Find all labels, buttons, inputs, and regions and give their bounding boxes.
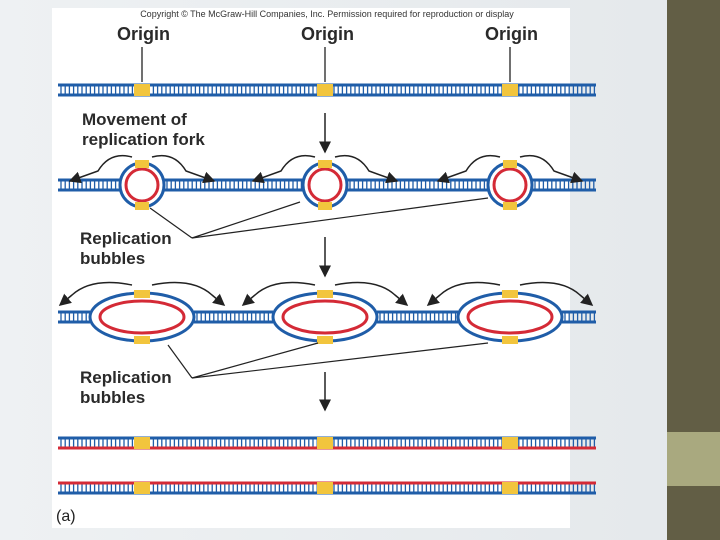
origin-marker bbox=[135, 202, 149, 210]
label-pointer-line bbox=[191, 342, 319, 379]
origin-marker bbox=[318, 160, 332, 168]
label-pointer-line bbox=[167, 344, 193, 379]
origin-label-2: Origin bbox=[301, 24, 354, 44]
base-pair-rungs bbox=[60, 313, 87, 321]
movement-label-line2: replication fork bbox=[82, 130, 205, 149]
bubble-bottom-new bbox=[466, 316, 554, 335]
base-pair-rungs bbox=[60, 484, 596, 492]
stage-3-large-bubbles bbox=[58, 281, 596, 344]
origin-label-3: Origin bbox=[485, 24, 538, 44]
origin-marker bbox=[503, 160, 517, 168]
fork-movement-arrow-right bbox=[334, 154, 399, 184]
origin-marker bbox=[502, 437, 518, 449]
fork-movement-arrow-left bbox=[426, 281, 501, 306]
bubble-bottom-new bbox=[124, 184, 160, 203]
bubble-top-new bbox=[466, 299, 554, 318]
base-pair-rungs bbox=[60, 181, 121, 189]
origin-marker bbox=[318, 202, 332, 210]
label-pointer-line bbox=[191, 197, 489, 239]
fork-movement-arrow-left bbox=[251, 154, 316, 184]
origin-label-1: Origin bbox=[117, 24, 170, 44]
bubbles-label-1-line2: bubbles bbox=[80, 249, 146, 268]
label-pointer-line bbox=[191, 342, 489, 379]
stage-4-daughter-dna bbox=[58, 436, 596, 495]
base-pair-rungs bbox=[60, 439, 596, 447]
origin-marker bbox=[134, 336, 150, 344]
base-pair-rungs bbox=[534, 181, 595, 189]
origin-marker bbox=[134, 84, 150, 96]
bubbles-label-2-line1: Replication bbox=[80, 368, 172, 387]
origin-marker bbox=[502, 482, 518, 494]
figure-label: (a) bbox=[56, 508, 76, 525]
fork-movement-arrow-right bbox=[519, 281, 594, 306]
base-pair-rungs bbox=[196, 313, 274, 321]
label-pointer-line bbox=[191, 201, 301, 239]
origin-marker bbox=[502, 84, 518, 96]
fork-movement-arrow-left bbox=[58, 281, 133, 306]
base-pair-rungs bbox=[379, 313, 457, 321]
copyright-notice: Copyright © The McGraw-Hill Companies, I… bbox=[140, 9, 514, 19]
fork-movement-arrow-right bbox=[519, 154, 584, 184]
stage-2-small-bubbles bbox=[58, 154, 596, 210]
origin-marker bbox=[134, 290, 150, 298]
fork-movement-arrow-right bbox=[334, 281, 409, 306]
label-pointer-line bbox=[149, 207, 193, 239]
stage-1-unreplicated-dna bbox=[58, 47, 596, 97]
fork-movement-arrow-right bbox=[151, 281, 226, 306]
origin-marker bbox=[502, 336, 518, 344]
slide-sidebar-accent bbox=[667, 432, 720, 486]
fork-movement-arrow-right bbox=[151, 154, 216, 184]
origin-marker bbox=[502, 290, 518, 298]
origin-marker bbox=[317, 290, 333, 298]
origin-marker bbox=[135, 160, 149, 168]
origin-marker bbox=[134, 437, 150, 449]
bubbles-label-1-line1: Replication bbox=[80, 229, 172, 248]
bubble-top-new bbox=[307, 167, 343, 186]
bubble-top-new bbox=[124, 167, 160, 186]
bubble-bottom-new bbox=[492, 184, 528, 203]
fork-movement-arrow-left bbox=[436, 154, 501, 184]
bubble-bottom-new bbox=[281, 316, 369, 335]
base-pair-rungs bbox=[349, 181, 486, 189]
origin-marker bbox=[503, 202, 517, 210]
base-pair-rungs bbox=[564, 313, 596, 321]
bubbles-label-2-line2: bubbles bbox=[80, 388, 146, 407]
bubble-top-new bbox=[281, 299, 369, 318]
origin-marker bbox=[317, 482, 333, 494]
origin-marker bbox=[317, 437, 333, 449]
bubble-top-new bbox=[98, 299, 186, 318]
base-pair-rungs bbox=[60, 86, 596, 94]
base-pair-rungs bbox=[166, 181, 303, 189]
bubble-bottom-new bbox=[307, 184, 343, 203]
origin-marker bbox=[134, 482, 150, 494]
bubble-bottom-new bbox=[98, 316, 186, 335]
origin-marker bbox=[317, 336, 333, 344]
origin-marker bbox=[317, 84, 333, 96]
fork-movement-arrow-left bbox=[241, 281, 316, 306]
fork-movement-arrow-left bbox=[68, 154, 133, 184]
movement-label-line1: Movement of bbox=[82, 110, 187, 129]
bubble-top-new bbox=[492, 167, 528, 186]
label-pointer-lines bbox=[149, 197, 489, 379]
